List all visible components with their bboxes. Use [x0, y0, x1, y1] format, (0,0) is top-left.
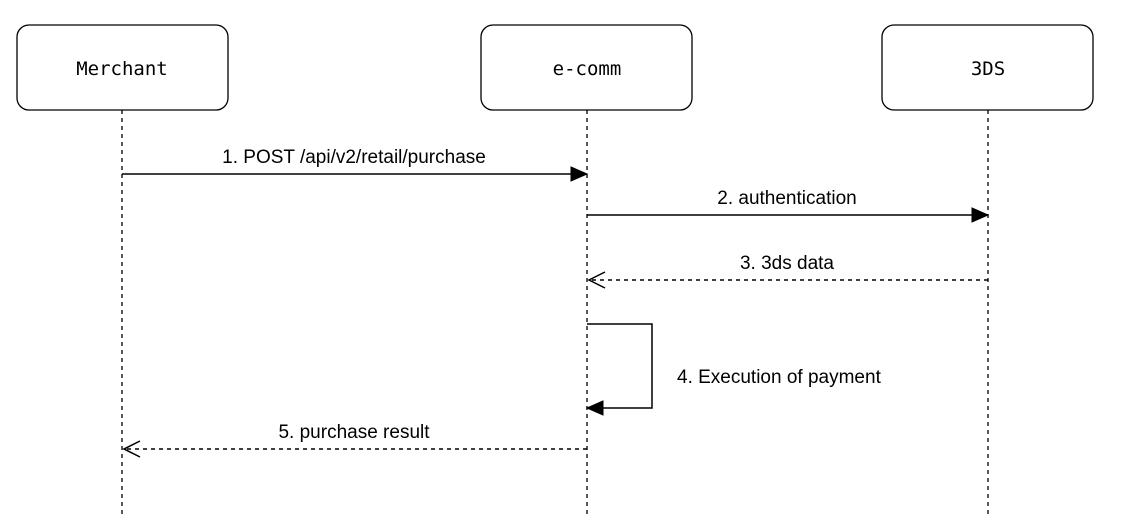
message-5-label: 5. purchase result [278, 422, 430, 443]
message-2-label: 2. authentication [717, 188, 856, 209]
message-3-label: 3. 3ds data [740, 253, 834, 274]
three-ds-label: 3DS [971, 58, 1005, 80]
message-3-arrowhead [587, 271, 606, 289]
message-2: 2. authentication [587, 188, 990, 223]
message-5: 5. purchase result [122, 422, 587, 458]
message-4-label: 4. Execution of payment [677, 367, 882, 388]
message-1: 1. POST /api/v2/retail/purchase [122, 147, 589, 182]
message-2-arrowhead [971, 207, 990, 223]
merchant-box [16, 24, 229, 111]
message-1-label: 1. POST /api/v2/retail/purchase [222, 147, 486, 168]
message-1-arrowhead [570, 166, 589, 182]
three-ds-participant: 3DS [881, 24, 1094, 111]
merchant-label: Merchant [76, 58, 168, 80]
message-3: 3. 3ds data [587, 253, 988, 289]
message-4: 4. Execution of payment [585, 323, 882, 416]
message-4-line [587, 323, 653, 409]
ecomm-participant: e-comm [480, 24, 693, 111]
message-4-arrowhead [585, 400, 604, 416]
ecomm-label: e-comm [553, 58, 622, 80]
three-ds-box [881, 24, 1094, 111]
message-5-arrowhead [122, 440, 141, 458]
merchant-participant: Merchant [16, 24, 229, 111]
ecomm-box [480, 24, 693, 111]
